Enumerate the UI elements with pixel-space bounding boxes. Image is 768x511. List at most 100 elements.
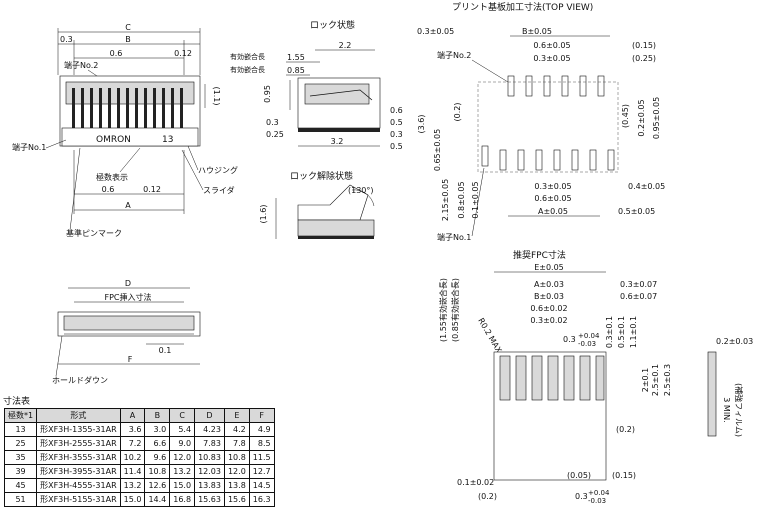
cell: 7.2	[119, 436, 146, 451]
dimension-table: 極数*1 形式 A B C D E F 13 形XF3H-1355-31AR 3…	[3, 408, 275, 507]
table-row: 45 形XF3H-4555-31AR 13.2 12.6 15.0 13.83 …	[3, 478, 275, 493]
dim-22: 2.2	[339, 41, 352, 50]
dim-a: A	[125, 201, 131, 210]
eff-len-label: 有効嵌合長	[230, 52, 265, 61]
col-poles: 極数*1	[3, 408, 38, 423]
fpc-d03b-sup: +0.04	[588, 489, 610, 497]
dim-f: F	[128, 355, 133, 364]
col-d: D	[194, 408, 225, 423]
cell: 4.2	[223, 422, 250, 437]
cell: 3.0	[144, 422, 171, 437]
cell: 13.2	[119, 478, 146, 493]
cell: 5.4	[169, 422, 196, 437]
dim-b: B	[125, 35, 131, 44]
fpc-d25v: 2.5±0.1	[651, 364, 660, 396]
cell: 形XF3H-4555-31AR	[36, 478, 121, 493]
dim-01: 0.1	[159, 346, 172, 355]
fpc-d02b: (0.2)	[478, 492, 497, 501]
table-row: 51 形XF3H-5155-31AR 15.0 14.4 16.8 15.63 …	[3, 492, 275, 507]
fpc-b: B±0.03	[534, 292, 564, 301]
pcb-d04: 0.4±0.05	[628, 182, 665, 191]
col-c: C	[169, 408, 196, 423]
pcb-d01: 0.1±0.05	[471, 181, 480, 218]
cell: 15.63	[194, 492, 225, 507]
cell: 12.7	[248, 464, 275, 479]
cell: 10.8	[223, 450, 250, 465]
cell: 13.2	[169, 464, 196, 479]
ref-pin-mark-label: 基準ピンマーク	[66, 228, 122, 238]
cell: 9.0	[169, 436, 196, 451]
fpc-d015: (0.15)	[612, 471, 636, 480]
cell: 16.8	[169, 492, 196, 507]
fpc-d02: (0.2)	[616, 425, 635, 434]
table-header-row: 極数*1 形式 A B C D E F	[3, 408, 275, 423]
hold-down-label: ホールドダウン	[52, 375, 108, 385]
pcb-b: B±0.05	[522, 27, 552, 36]
cell: 7.8	[223, 436, 250, 451]
dim-012b: 0.12	[143, 185, 161, 194]
cell: 45	[3, 478, 38, 493]
cell: 14.5	[248, 478, 275, 493]
cell: 12.03	[194, 464, 225, 479]
pcb-pads-bottom	[481, 145, 615, 171]
cell: 14.4	[144, 492, 171, 507]
fpc-d03b-sub: -0.03	[588, 497, 606, 505]
dim-06: 0.6	[110, 49, 123, 58]
table-row: 13 形XF3H-1355-31AR 3.6 3.0 5.4 4.23 4.2 …	[3, 422, 275, 437]
pole-mark-label: 極数表示	[96, 172, 128, 182]
cell: 形XF3H-1355-31AR	[36, 422, 121, 437]
cell: 10.83	[194, 450, 225, 465]
fpc-d01: 0.1±0.02	[457, 478, 494, 487]
cell: 51	[3, 492, 38, 507]
fpc-insert-label: FPC挿入寸法	[104, 292, 151, 302]
cell: 25	[3, 436, 38, 451]
pin1-label: 端子No.1	[12, 142, 46, 152]
pcb-d02: (0.2)	[453, 103, 462, 122]
fpc-d05v: 0.5±0.1	[617, 316, 626, 348]
table-row: 35 形XF3H-3555-31AR 10.2 9.6 12.0 10.83 1…	[3, 450, 275, 465]
fpc-r06: 0.6±0.07	[620, 292, 657, 301]
fpc-r03: 0.3±0.07	[620, 280, 657, 289]
pcb-d025: (0.25)	[632, 54, 656, 63]
cell: 13.83	[194, 478, 225, 493]
cell: 7.83	[194, 436, 225, 451]
dim-06-right: 0.6	[390, 106, 403, 115]
dim-06b: 0.6	[102, 185, 115, 194]
col-a: A	[119, 408, 146, 423]
fpc-d03v: 0.3±0.1	[605, 316, 614, 348]
fpc-eff2: (0.85有効嵌合長)	[450, 278, 460, 342]
fpc-d03tol: 0.3	[563, 335, 576, 344]
pin2-label: 端子No.2	[64, 60, 98, 70]
fpc-reinf: (補強フィルム)	[734, 383, 744, 437]
fpc-d2v: 2±0.1	[641, 368, 650, 393]
dim-03-left: 0.3	[266, 118, 279, 127]
fpc-title: 推奨FPC寸法	[513, 249, 566, 261]
cell: 6.6	[144, 436, 171, 451]
cell: 4.23	[194, 422, 225, 437]
pcb-d05: 0.5±0.05	[618, 207, 655, 216]
col-b: B	[144, 408, 171, 423]
lock-state-view: ロック状態 2.2 有効嵌合長 1.55 有効嵌合長 0.85 0.95 0.3…	[230, 19, 403, 151]
lock-state-title: ロック状態	[310, 19, 355, 31]
fpc-d06: 0.6±0.02	[530, 304, 567, 313]
col-e: E	[223, 408, 250, 423]
fpc-r02: 0.2±0.03	[716, 337, 753, 346]
fpc-eff1: (1.55有効嵌合長)	[438, 278, 448, 342]
cell: 10.2	[119, 450, 146, 465]
pcb-d02b: 0.2±0.05	[637, 99, 646, 136]
cell: 形XF3H-2555-31AR	[36, 436, 121, 451]
pcb-d045: (0.45)	[621, 104, 630, 128]
dim-012: 0.12	[174, 49, 192, 58]
brand-label: OMRON	[96, 135, 131, 145]
fpc-a: A±0.03	[534, 280, 564, 289]
dim-16: (1.6)	[259, 205, 268, 224]
cell: 12.0	[223, 464, 250, 479]
unlock-state-view: ロック解除状態 (130°) (1.6)	[259, 170, 375, 239]
dim-085: 0.85	[287, 66, 305, 75]
cell: 15.0	[169, 478, 196, 493]
pcb-pads-top	[507, 75, 605, 97]
table-caption: 寸法表	[3, 397, 31, 407]
cell: 形XF3H-5155-31AR	[36, 492, 121, 507]
table-row: 39 形XF3H-3955-31AR 11.4 10.8 13.2 12.03 …	[3, 464, 275, 479]
cell: 9.6	[144, 450, 171, 465]
